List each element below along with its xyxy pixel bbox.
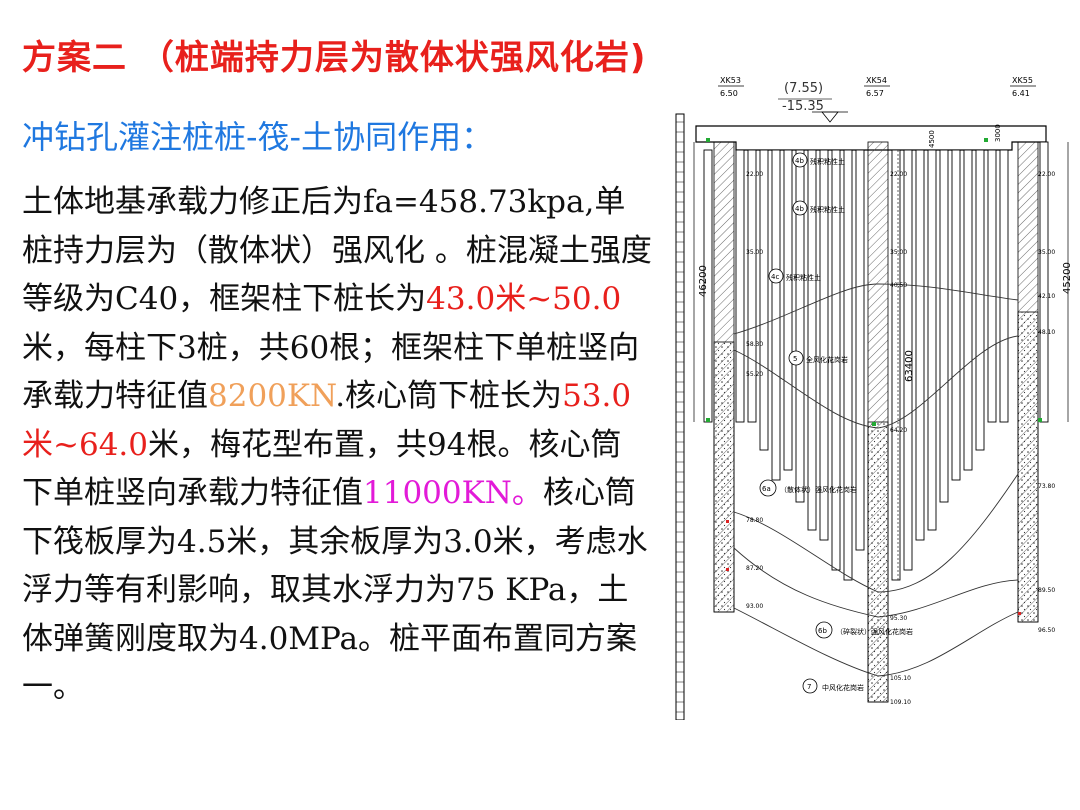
depth-xk53-5: 78.80	[746, 517, 763, 524]
piles	[703, 141, 1049, 581]
depth-xk53-2: 35.00	[746, 249, 763, 256]
layer-code-4b-1: 4b	[795, 157, 804, 165]
depth-xk54-2: 35.00	[890, 249, 907, 256]
level-bottom: -15.35	[782, 99, 824, 114]
dim-right: 45200	[1062, 262, 1073, 294]
depth-xk55-1: 22.00	[1038, 171, 1055, 178]
depth-xk55-2: 35.00	[1038, 249, 1055, 256]
borehole-xk54-elev: 6.57	[866, 89, 884, 98]
depth-xk55-6: 89.50	[1038, 587, 1055, 594]
dim-middle: 63400	[904, 350, 915, 382]
layer-code-4c: 4c	[771, 273, 779, 281]
text-part-2: 米，每柱下3桩，共60根；框架柱下单桩竖向承载力特征值	[22, 329, 640, 415]
frame-pile-length: 43.0米~50.0	[426, 281, 622, 317]
borehole-xk55-elev: 6.41	[1012, 89, 1030, 98]
raft-core-thickness: 4500	[928, 130, 936, 148]
text-part-5: 核心筒下筏板厚为4.5米，其余板厚为3.0米，考虑水浮力等有利影响，取其水浮力为…	[22, 475, 648, 705]
borehole-xk53-id: XK53	[720, 76, 741, 85]
borehole-xk53-elev: 6.50	[720, 89, 738, 98]
slide-title: 方案二 （桩端持力层为散体状强风化岩)	[22, 38, 647, 78]
depth-xk54-1: 22.00	[890, 171, 907, 178]
pile-section-diagram: XK53 6.50 XK54 6.57 XK55 6.41 (7.55) -15…	[675, 76, 1073, 720]
slide-subtitle: 冲钻孔灌注桩桩-筏-土协同作用：	[22, 118, 494, 156]
depth-xk54-4: 64.20	[890, 427, 907, 434]
borehole-xk54-id: XK54	[866, 76, 887, 85]
frame-pile-capacity: 8200KN	[208, 378, 336, 414]
layer-code-5: 5	[793, 355, 797, 363]
layer-6a-label: （散体状）强风化花岗岩	[780, 485, 857, 494]
borehole-xk55-id: XK55	[1012, 76, 1033, 85]
depth-xk55-7: 96.50	[1038, 627, 1055, 634]
depth-xk54-3: 40.50	[890, 282, 907, 289]
depth-xk53-3: 58.30	[746, 341, 763, 348]
depth-xk53-4: 55.20	[746, 371, 763, 378]
depth-xk55-5: 73.80	[1038, 483, 1055, 490]
text-part-1: 土体地基承载力修正后为fa=458.73kpa,单桩持力层为（散体状）强风化 。…	[22, 184, 652, 317]
strata-boundaries	[733, 283, 1019, 677]
core-pile-length: 53.0米~64.0	[22, 378, 632, 463]
layer-code-4b-2: 4b	[795, 205, 804, 213]
depth-xk54-6: 105.10	[890, 675, 911, 682]
depth-xk54-5: 95.30	[890, 615, 907, 622]
layer-6b-label: （碎裂状）强风化花岗岩	[836, 627, 913, 636]
depth-xk55-3: 42.10	[1038, 293, 1055, 300]
layer-code-7: 7	[807, 683, 811, 691]
depth-xk55-4: 48.10	[1038, 329, 1055, 336]
depth-xk54-7: 109.10	[890, 699, 911, 706]
layer-code-6b: 6b	[818, 627, 827, 635]
layer-4b-label-2: 残积粘性土	[810, 205, 845, 214]
survey-markers	[706, 138, 1042, 426]
text-part-3: .核心筒下桩长为	[335, 378, 563, 414]
layer-code-6a: 6a	[762, 485, 771, 493]
layer-4b-label-1: 残积粘性土	[810, 157, 845, 166]
layer-7-label: 中风化花岗岩	[822, 683, 864, 692]
depth-xk53-7: 93.00	[746, 603, 763, 610]
text-part-4: 米，梅花型布置，共94根。核心筒下单桩竖向承载力特征值	[22, 426, 622, 512]
raft-other-thickness: 3000	[994, 124, 1002, 142]
depth-xk53-6: 87.20	[746, 565, 763, 572]
depth-ruler	[675, 113, 685, 720]
dim-left: 46200	[698, 265, 709, 297]
layer-4c-label: 残积粘性土	[786, 273, 821, 282]
red-markers	[726, 520, 1021, 615]
depth-xk53-1: 22.00	[746, 171, 763, 178]
layer-5-label: 全风化花岗岩	[806, 355, 848, 364]
level-top: (7.55)	[784, 81, 823, 96]
description-text: 土体地基承载力修正后为fa=458.73kpa,单桩持力层为（散体状）强风化 。…	[22, 178, 652, 712]
core-pile-capacity: 11000KN。	[363, 475, 543, 511]
